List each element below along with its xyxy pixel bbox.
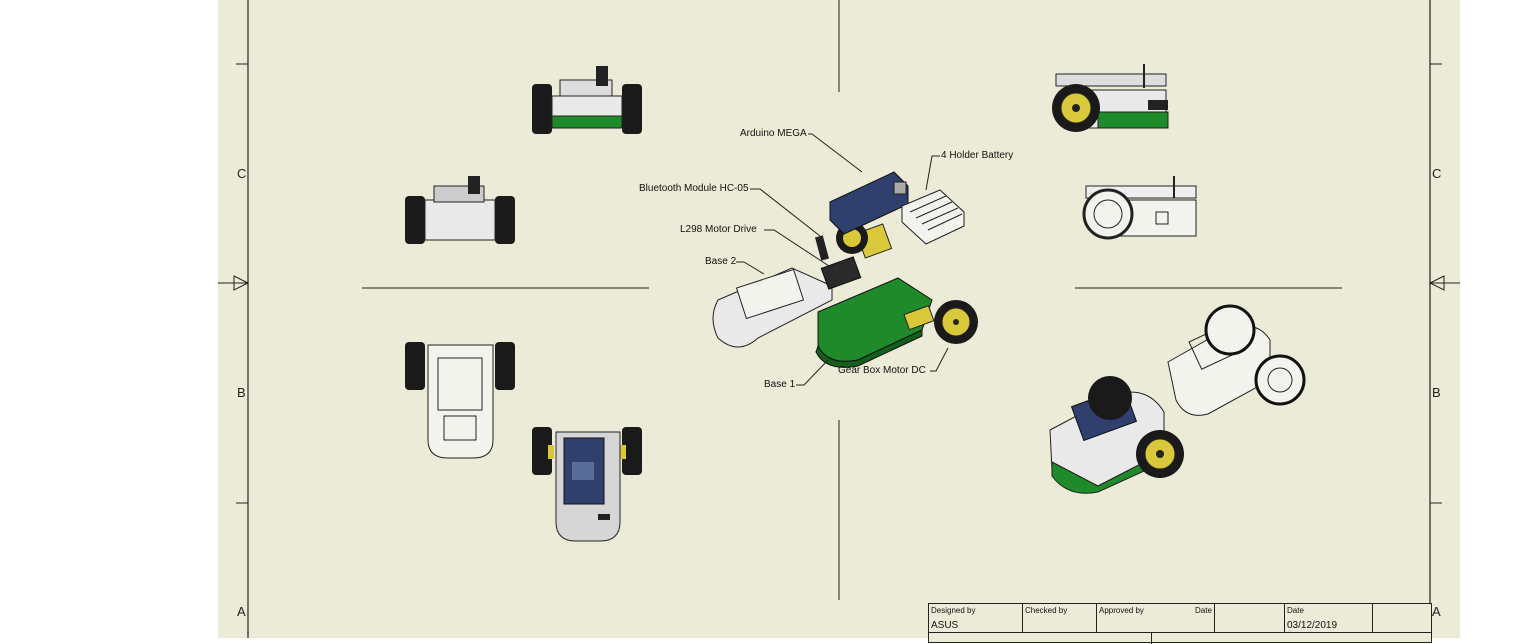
callout-4-holder-battery: 4 Holder Battery	[941, 150, 1014, 161]
callout-l298-motor-drive: L298 Motor Drive	[680, 224, 757, 235]
checked-by-label: Checked by	[1025, 606, 1068, 615]
zone-label-c-left: C	[237, 166, 247, 181]
designed-by-label: Designed by	[931, 606, 976, 615]
zone-label-a-right: A	[1432, 604, 1441, 619]
title-block-row-line	[929, 632, 1431, 633]
center-mark-right-icon	[1428, 275, 1445, 291]
title-block: Designed by ASUS Checked by Approved by …	[928, 603, 1433, 644]
leader-gearbox	[930, 347, 949, 372]
leader-base1	[796, 359, 829, 386]
center-mark-left-icon	[233, 275, 250, 291]
designed-by-value: ASUS	[931, 620, 959, 631]
checked-by-cell: Checked by	[1023, 604, 1097, 632]
callout-gear-box-motor: Gear Box Motor DC	[838, 365, 926, 376]
robot-back-view	[405, 176, 515, 244]
leader-base2	[736, 261, 765, 275]
zone-label-b-left: B	[237, 385, 246, 400]
designed-by-cell: Designed by ASUS	[929, 604, 1023, 632]
robot-side-view-bottom	[1082, 176, 1197, 240]
drawing-canvas	[218, 0, 1460, 638]
zone-label-a-left: A	[237, 604, 246, 619]
approved-by-cell: Approved by Date	[1097, 604, 1215, 632]
trailing-cell	[1373, 604, 1433, 632]
leader-arduino	[808, 133, 863, 173]
zone-label-c-right: C	[1432, 166, 1442, 181]
approved-by-label: Approved by	[1099, 606, 1144, 615]
robot-front-view-top	[532, 66, 642, 134]
robot-top-view-shaded	[532, 427, 642, 542]
approved-date-label: Date	[1195, 606, 1212, 615]
callout-arduino-mega: Arduino MEGA	[740, 128, 807, 139]
zone-label-b-right: B	[1432, 385, 1441, 400]
robot-top-view-outline	[405, 342, 515, 459]
leader-battery	[925, 155, 940, 191]
callout-base-2: Base 2	[705, 256, 737, 267]
date-value: 03/12/2019	[1287, 620, 1338, 631]
callout-base-1: Base 1	[764, 379, 796, 390]
callout-bluetooth-module: Bluetooth Module HC-05	[639, 183, 749, 194]
robot-exploded-view	[712, 133, 978, 386]
date-label: Date	[1287, 606, 1304, 615]
leader-motor-drive	[764, 229, 833, 269]
leader-bluetooth	[750, 188, 821, 237]
robot-side-view-top	[1052, 64, 1169, 132]
title-block-divider	[1151, 632, 1152, 644]
robot-isometric-outline	[1167, 304, 1306, 416]
empty-cell	[1215, 604, 1285, 632]
date-cell: Date 03/12/2019	[1285, 604, 1373, 632]
drawing-sheet: C B A C B A Arduino MEGA 4 Holder Batter…	[218, 0, 1460, 638]
robot-isometric-shaded	[1049, 376, 1184, 494]
